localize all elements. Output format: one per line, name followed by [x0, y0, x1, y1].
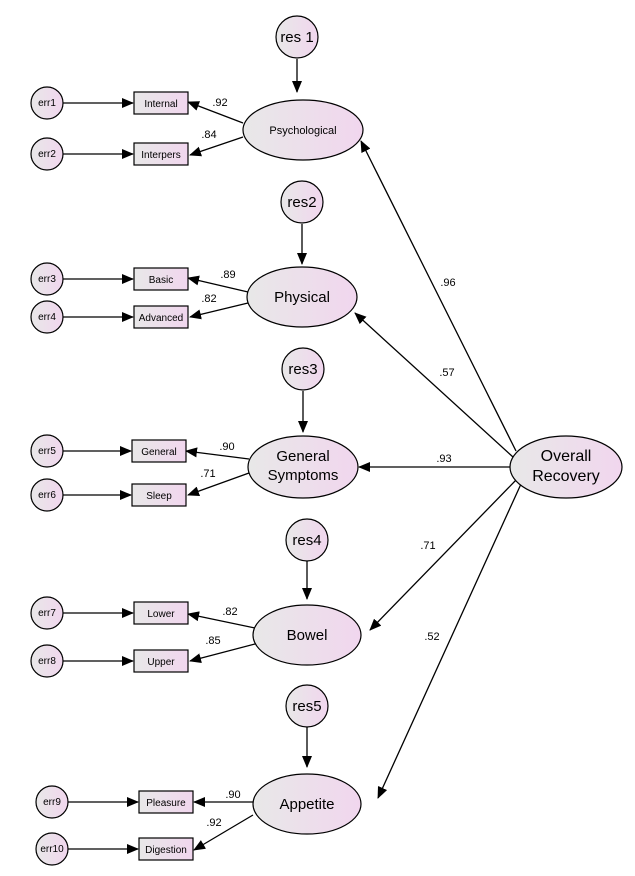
- coef-sleep: .71: [200, 468, 215, 480]
- svg-text:Symptoms: Symptoms: [268, 467, 339, 484]
- svg-text:Internal: Internal: [144, 99, 177, 110]
- node-err3: err3: [30, 262, 64, 296]
- svg-text:Overall: Overall: [541, 448, 592, 465]
- edge-psychological-internal: [187, 101, 244, 124]
- svg-text:err2: err2: [38, 149, 56, 160]
- node-sleep: Sleep: [131, 483, 187, 507]
- node-err8: err8: [30, 644, 64, 678]
- svg-text:res 1: res 1: [280, 29, 313, 46]
- node-internal: Internal: [133, 91, 189, 115]
- node-err1: err1: [30, 86, 64, 120]
- svg-text:Upper: Upper: [147, 657, 175, 668]
- edge-overall-physical: [354, 312, 514, 458]
- edge-overall-psychological: [360, 140, 517, 452]
- svg-text:General: General: [141, 447, 177, 458]
- edge-physical-basic: [187, 275, 249, 293]
- coef-internal: .92: [212, 97, 227, 109]
- edge-overall-bowel: [369, 478, 518, 631]
- svg-text:Recovery: Recovery: [532, 468, 600, 485]
- svg-text:Digestion: Digestion: [145, 845, 187, 856]
- svg-text:err5: err5: [38, 446, 56, 457]
- coef-overall-appetite: .52: [424, 631, 439, 643]
- coef-basic: .89: [220, 269, 235, 281]
- node-res3: res3: [281, 347, 325, 391]
- svg-text:err7: err7: [38, 608, 56, 619]
- node-interpers: Interpers: [133, 142, 189, 166]
- coef-overall-physical: .57: [439, 367, 454, 379]
- node-upper: Upper: [133, 649, 189, 673]
- node-err7: err7: [30, 596, 64, 630]
- svg-text:err3: err3: [38, 274, 56, 285]
- edge-appetite-digestion: [193, 814, 254, 851]
- svg-text:res2: res2: [287, 194, 316, 211]
- svg-text:err8: err8: [38, 656, 56, 667]
- edge-overall-appetite: [377, 483, 522, 799]
- node-advanced: Advanced: [133, 305, 189, 329]
- edge-bowel-upper: [189, 643, 256, 664]
- svg-text:General: General: [276, 448, 329, 465]
- node-physical: Physical: [246, 266, 358, 328]
- node-basic: Basic: [133, 267, 189, 291]
- node-res2: res2: [280, 180, 324, 224]
- coef-pleasure: .90: [225, 789, 240, 801]
- node-err5: err5: [30, 434, 64, 468]
- svg-text:err1: err1: [38, 98, 56, 109]
- coef-overall-psychological: .96: [440, 277, 455, 289]
- coef-upper: .85: [205, 635, 220, 647]
- node-res1: res 1: [275, 15, 319, 59]
- node-general-symptoms: General Symptoms: [247, 435, 359, 499]
- node-overall-recovery: Overall Recovery: [509, 435, 623, 499]
- svg-text:Advanced: Advanced: [139, 313, 183, 324]
- svg-text:err4: err4: [38, 312, 56, 323]
- svg-text:res4: res4: [292, 532, 321, 549]
- svg-text:Psychological: Psychological: [269, 125, 336, 137]
- edge-psychological-interpers: [189, 136, 244, 157]
- node-err6: err6: [30, 478, 64, 512]
- svg-text:Basic: Basic: [149, 275, 173, 286]
- svg-text:err9: err9: [43, 797, 61, 808]
- svg-text:Appetite: Appetite: [279, 796, 334, 813]
- edge-general-symptoms-sleep: [187, 472, 250, 496]
- node-psychological: Psychological: [242, 99, 364, 161]
- node-err4: err4: [30, 300, 64, 334]
- svg-text:res3: res3: [288, 361, 317, 378]
- svg-text:res5: res5: [292, 698, 321, 715]
- svg-text:Bowel: Bowel: [287, 627, 328, 644]
- node-pleasure: Pleasure: [138, 790, 194, 814]
- coef-digestion: .92: [206, 817, 221, 829]
- node-digestion: Digestion: [138, 837, 194, 861]
- edge-physical-advanced: [189, 302, 249, 320]
- edge-general-symptoms-general: [185, 447, 250, 460]
- node-err10: err10: [35, 832, 69, 866]
- node-bowel: Bowel: [252, 604, 362, 666]
- node-res4: res4: [285, 518, 329, 562]
- svg-text:err6: err6: [38, 490, 56, 501]
- coef-interpers: .84: [201, 129, 216, 141]
- svg-text:Sleep: Sleep: [146, 491, 172, 502]
- node-res5: res5: [285, 684, 329, 728]
- coef-overall-bowel: .71: [420, 540, 435, 552]
- coef-overall-general-symptoms: .93: [436, 453, 451, 465]
- coef-advanced: .82: [201, 293, 216, 305]
- node-appetite: Appetite: [252, 773, 362, 835]
- node-lower: Lower: [133, 601, 189, 625]
- svg-text:Lower: Lower: [147, 609, 175, 620]
- svg-text:Interpers: Interpers: [141, 150, 180, 161]
- coef-general: .90: [219, 441, 234, 453]
- svg-text:Pleasure: Pleasure: [146, 798, 186, 809]
- node-err9: err9: [35, 785, 69, 819]
- node-err2: err2: [30, 137, 64, 171]
- coef-lower: .82: [222, 606, 237, 618]
- node-general: General: [131, 439, 187, 463]
- svg-text:Physical: Physical: [274, 289, 330, 306]
- edge-bowel-lower: [187, 611, 256, 629]
- svg-text:err10: err10: [40, 844, 64, 855]
